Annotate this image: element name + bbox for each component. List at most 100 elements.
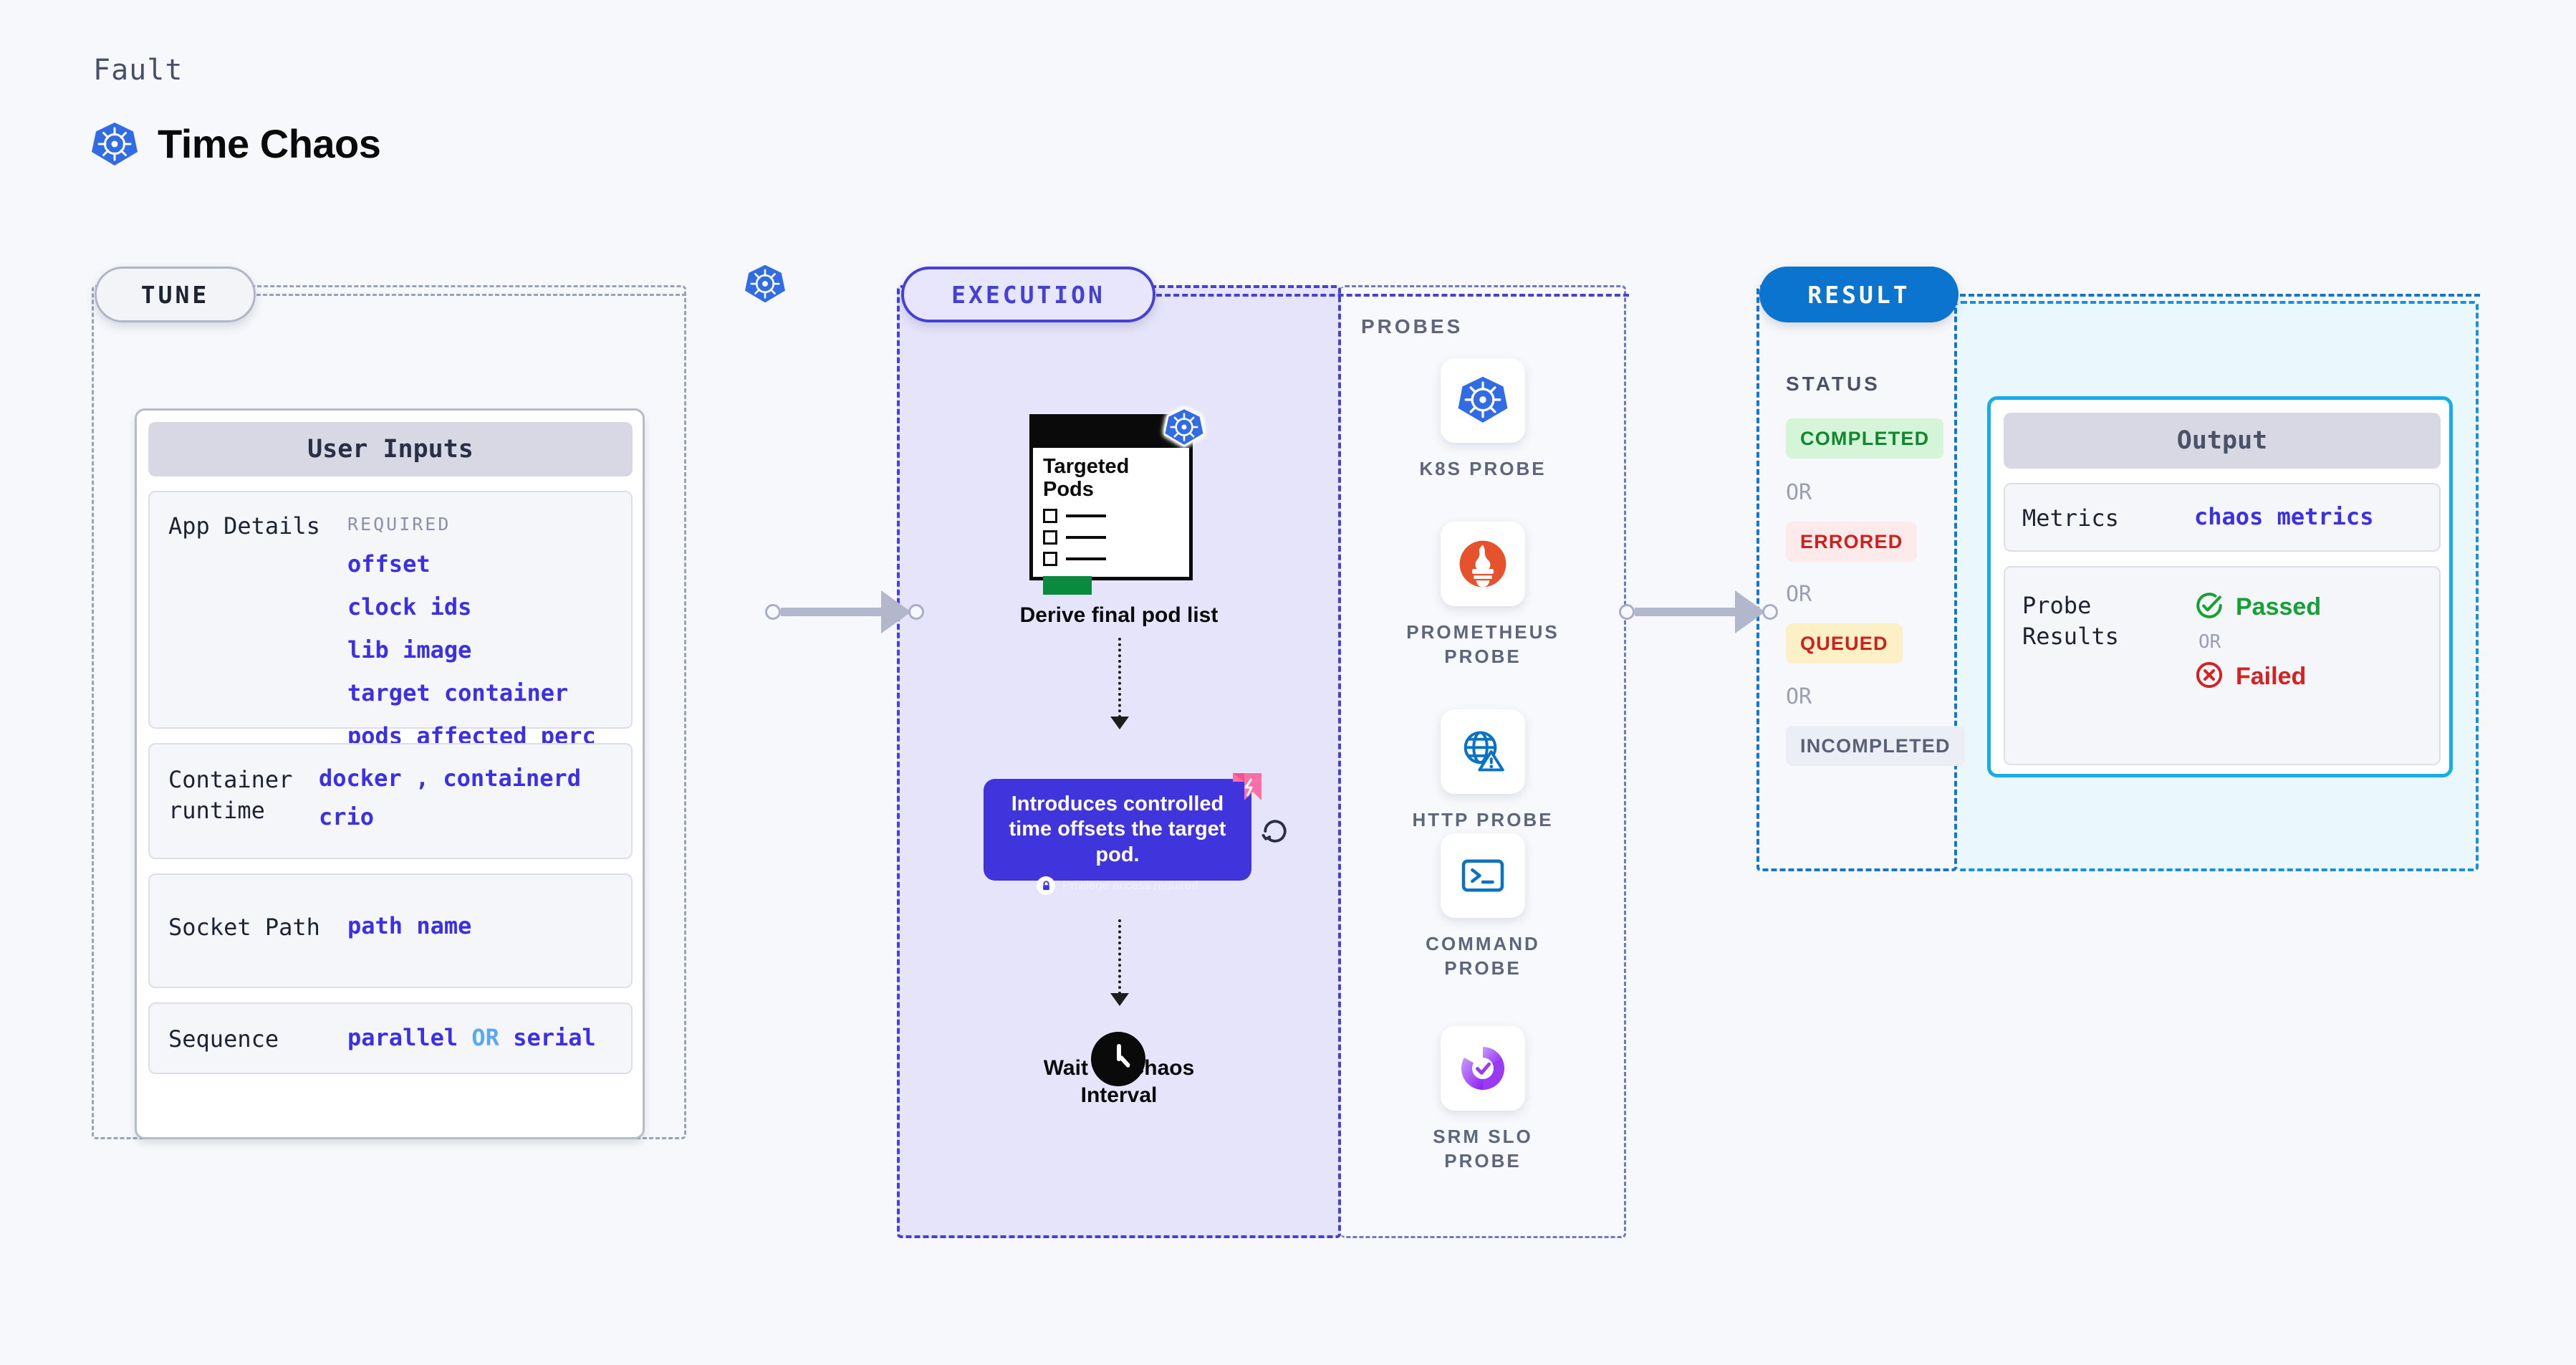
caption-derive-final-pod-list: Derive final pod list — [1019, 603, 1219, 627]
input-clock-ids[interactable]: clock ids — [347, 593, 472, 621]
row-app-details[interactable]: App Details REQUIRED offset clock ids li… — [148, 491, 633, 749]
or-separator: OR — [1786, 480, 1812, 505]
refresh-icon[interactable] — [1259, 815, 1291, 851]
probe-label: PROMETHEUS PROBE — [1406, 621, 1559, 667]
flow-line — [1118, 919, 1121, 995]
list-item — [1043, 508, 1189, 523]
row-socket-path[interactable]: Socket Path path name — [148, 873, 633, 988]
fault-eyebrow: Fault — [93, 54, 183, 87]
slo-check-icon — [1441, 1026, 1525, 1111]
ribbon-icon — [1230, 772, 1263, 807]
input-target-container[interactable]: target container — [347, 679, 569, 707]
row-label: Container runtime — [168, 766, 293, 825]
pods-checklist — [1033, 502, 1189, 566]
sequence-parallel: parallel — [347, 1024, 458, 1051]
progress-bar — [1043, 575, 1092, 595]
connector-endpoint — [765, 604, 781, 620]
tab-execution[interactable]: EXECUTION — [901, 267, 1155, 322]
page-title-text: Time Chaos — [158, 121, 381, 166]
lock-icon — [1037, 876, 1056, 896]
connector-arrowhead — [1735, 590, 1765, 633]
privilege-note-text: Privilege access required — [1062, 878, 1198, 893]
row-label: App Details — [168, 512, 320, 540]
metrics-value[interactable]: chaos metrics — [2194, 503, 2374, 530]
row-container-runtime[interactable]: Container runtime docker , containerd cr… — [148, 743, 633, 859]
status-badge-queued: QUEUED — [1786, 623, 1903, 664]
sequence-options[interactable]: parallel OR serial — [347, 1024, 596, 1051]
sequence-serial: serial — [513, 1024, 596, 1051]
row-label: Sequence — [168, 1025, 279, 1053]
user-inputs-title: User Inputs — [148, 422, 633, 476]
probe-label: SRM SLO PROBE — [1433, 1126, 1533, 1172]
status-badge-errored: ERRORED — [1786, 522, 1918, 562]
flow-arrowhead — [1110, 993, 1129, 1006]
prometheus-torch-icon — [1441, 522, 1525, 606]
passed-label: Passed — [2236, 593, 2322, 621]
x-circle-icon — [2194, 660, 2224, 694]
kubernetes-helm-icon — [745, 264, 785, 307]
status-badge-completed: COMPLETED — [1786, 418, 1944, 459]
input-path-name[interactable]: path name — [347, 912, 472, 939]
connector-arrow-tune-to-execution — [765, 590, 924, 633]
privilege-note: Privilege access required — [999, 876, 1236, 896]
failed-label: Failed — [2236, 663, 2307, 690]
row-sequence[interactable]: Sequence parallel OR serial — [148, 1002, 633, 1074]
status-badge-incompleted: INCOMPLETED — [1786, 726, 1965, 766]
flow-line — [1118, 638, 1121, 718]
tooltip-text: Introduces controlled time offsets the t… — [1009, 792, 1226, 866]
connector-endpoint — [1619, 604, 1635, 620]
or-separator: OR — [2198, 631, 2221, 653]
probe-label: COMMAND PROBE — [1426, 933, 1540, 979]
sequence-or: OR — [471, 1024, 499, 1051]
connector-endpoint — [1762, 604, 1778, 620]
probe-prometheus[interactable]: PROMETHEUS PROBE — [1404, 522, 1562, 669]
flow-arrowhead — [1110, 717, 1129, 729]
probe-result-passed: Passed — [2194, 590, 2321, 624]
checkbox-icon — [1043, 530, 1057, 545]
fault-description-tooltip: Introduces controlled time offsets the t… — [984, 773, 1261, 896]
checkbox-icon — [1043, 551, 1057, 566]
probe-label: K8S PROBE — [1419, 458, 1547, 479]
connector-shaft — [1635, 608, 1736, 616]
kubernetes-helm-icon — [1441, 358, 1525, 443]
input-lib-image[interactable]: lib image — [347, 636, 472, 664]
globe-warning-icon — [1441, 709, 1525, 794]
tab-tune[interactable]: TUNE — [95, 267, 256, 322]
list-item — [1043, 551, 1189, 566]
probe-label: HTTP PROBE — [1412, 809, 1554, 830]
checkbox-icon — [1043, 508, 1057, 523]
input-offset[interactable]: offset — [347, 550, 431, 578]
or-separator: OR — [1786, 582, 1812, 607]
or-separator: OR — [1786, 684, 1812, 709]
probe-http[interactable]: HTTP PROBE — [1404, 709, 1562, 833]
row-label: Socket Path — [168, 914, 320, 941]
connector-shaft — [781, 608, 883, 616]
row-label: Metrics — [2022, 504, 2119, 532]
check-circle-icon — [2194, 590, 2224, 624]
probe-srm-slo[interactable]: SRM SLO PROBE — [1404, 1026, 1562, 1174]
connector-line-result — [1960, 294, 2480, 297]
output-title: Output — [2004, 413, 2441, 469]
connector-line-tune — [256, 294, 686, 296]
tab-result[interactable]: RESULT — [1759, 267, 1959, 322]
row-metrics[interactable]: Metrics chaos metrics — [2004, 483, 2441, 552]
probe-command[interactable]: COMMAND PROBE — [1404, 833, 1562, 981]
connector-line-execution — [1156, 294, 1629, 297]
terminal-icon — [1441, 833, 1525, 918]
connector-arrowhead — [881, 590, 911, 633]
probes-section-title: PROBES — [1361, 315, 1464, 337]
input-runtime-primary[interactable]: docker , containerd — [319, 765, 582, 792]
user-inputs-card: User Inputs App Details REQUIRED offset … — [135, 408, 645, 1139]
connector-endpoint — [908, 604, 924, 620]
kubernetes-helm-icon — [1163, 407, 1206, 451]
card-title-bar — [1033, 418, 1189, 448]
probe-k8s[interactable]: K8S PROBE — [1404, 358, 1562, 482]
input-runtime-crio[interactable]: crio — [319, 803, 375, 830]
